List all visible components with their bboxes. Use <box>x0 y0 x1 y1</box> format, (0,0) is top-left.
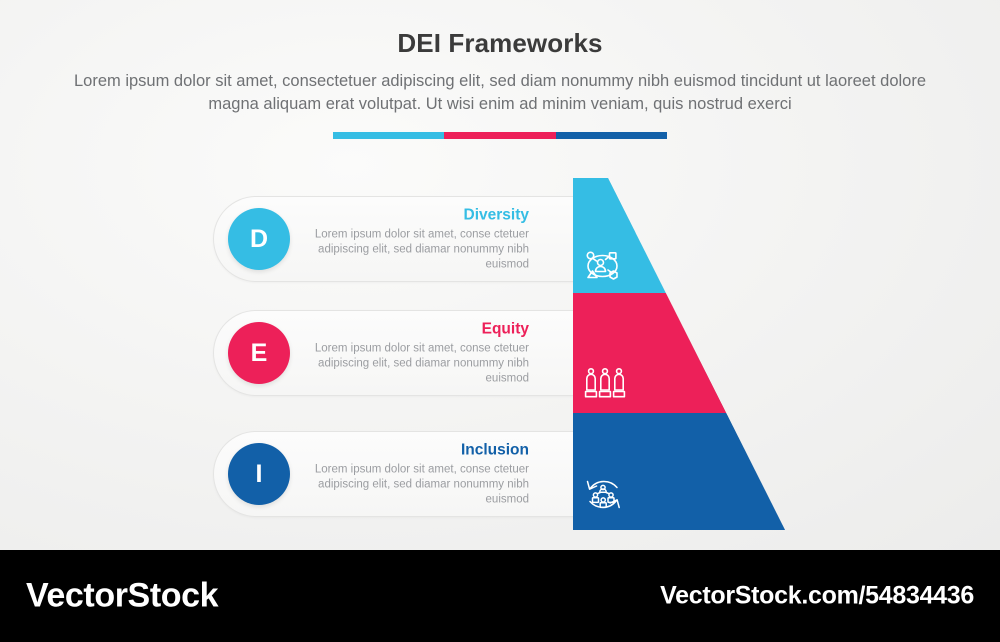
people-on-boxes-icon <box>584 367 626 398</box>
pyramid-diagram <box>573 178 788 530</box>
pyramid-band-equity <box>573 293 785 413</box>
badge-letter: D <box>249 224 269 253</box>
watermark-brand: VectorStock <box>26 576 219 615</box>
badge-letter: E <box>250 338 268 367</box>
card-title-diversity: Diversity <box>463 206 529 224</box>
page-title: DEI Frameworks <box>397 28 603 58</box>
card-desc-diversity: Lorem ipsum dolor sit amet, conse ctetue… <box>314 228 529 271</box>
pyramid-band-inclusion <box>573 413 785 530</box>
people-circular-arrows-icon <box>586 480 620 509</box>
card-title-equity: Equity <box>481 320 529 338</box>
card-title-inclusion: Inclusion <box>460 441 529 459</box>
badge-diversity: D <box>228 208 290 270</box>
accent-segment-diversity <box>333 132 445 139</box>
list-item[interactable]: E Equity Lorem ipsum dolor sit amet, con… <box>213 310 575 396</box>
text-block-inclusion: Inclusion Lorem ipsum dolor sit amet, co… <box>279 441 529 508</box>
accent-segment-equity <box>444 132 556 139</box>
list-item[interactable]: I Inclusion Lorem ipsum dolor sit amet, … <box>213 431 575 517</box>
page-subtitle: Lorem ipsum dolor sit amet, consectetuer… <box>73 72 927 113</box>
badge-equity: E <box>228 322 290 384</box>
text-block-equity: Equity Lorem ipsum dolor sit amet, conse… <box>279 320 529 387</box>
accent-segment-inclusion <box>555 132 667 139</box>
slide-canvas: DEI Frameworks Lorem ipsum dolor sit ame… <box>0 0 1000 550</box>
accent-bar <box>333 132 667 139</box>
list-item[interactable]: D Diversity Lorem ipsum dolor sit amet, … <box>213 196 575 282</box>
badge-letter: I <box>255 459 263 488</box>
watermark-url: VectorStock.com/54834436 <box>660 581 974 610</box>
card-desc-inclusion: Lorem ipsum dolor sit amet, conse ctetue… <box>314 463 529 506</box>
people-network-icon <box>586 251 618 280</box>
card-desc-equity: Lorem ipsum dolor sit amet, conse ctetue… <box>314 342 529 385</box>
watermark-bar: VectorStock VectorStock.com/54834436 <box>0 550 1000 642</box>
badge-inclusion: I <box>228 443 290 505</box>
text-block-diversity: Diversity Lorem ipsum dolor sit amet, co… <box>279 206 529 273</box>
